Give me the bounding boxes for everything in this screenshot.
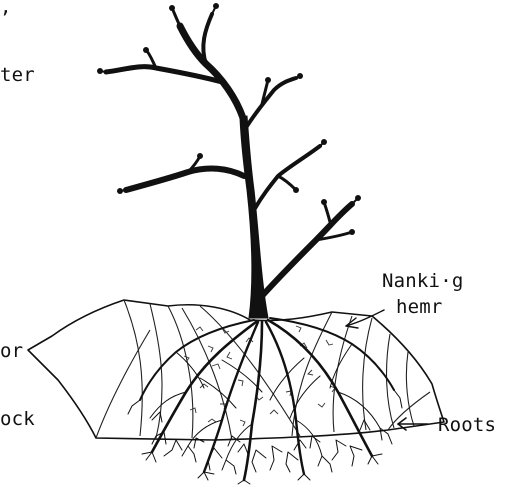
roots xyxy=(140,318,394,480)
left-margin-fragment-1: , xyxy=(0,0,12,18)
hemp-leader-arrow xyxy=(346,310,384,328)
trunk xyxy=(240,116,268,318)
left-margin-fragment-2: ter xyxy=(0,64,35,86)
hemp-wrap-label-line2: hemr xyxy=(396,296,443,318)
hemp-wrap-label-line1: Nanki·g xyxy=(382,270,463,292)
roots-label: Roots xyxy=(438,414,496,436)
roots-leader-arrow xyxy=(398,418,428,430)
left-margin-fragment-3: or xyxy=(0,340,23,362)
left-margin-fragment-4: ock xyxy=(0,408,35,430)
buds xyxy=(97,3,361,235)
branches xyxy=(100,6,358,296)
